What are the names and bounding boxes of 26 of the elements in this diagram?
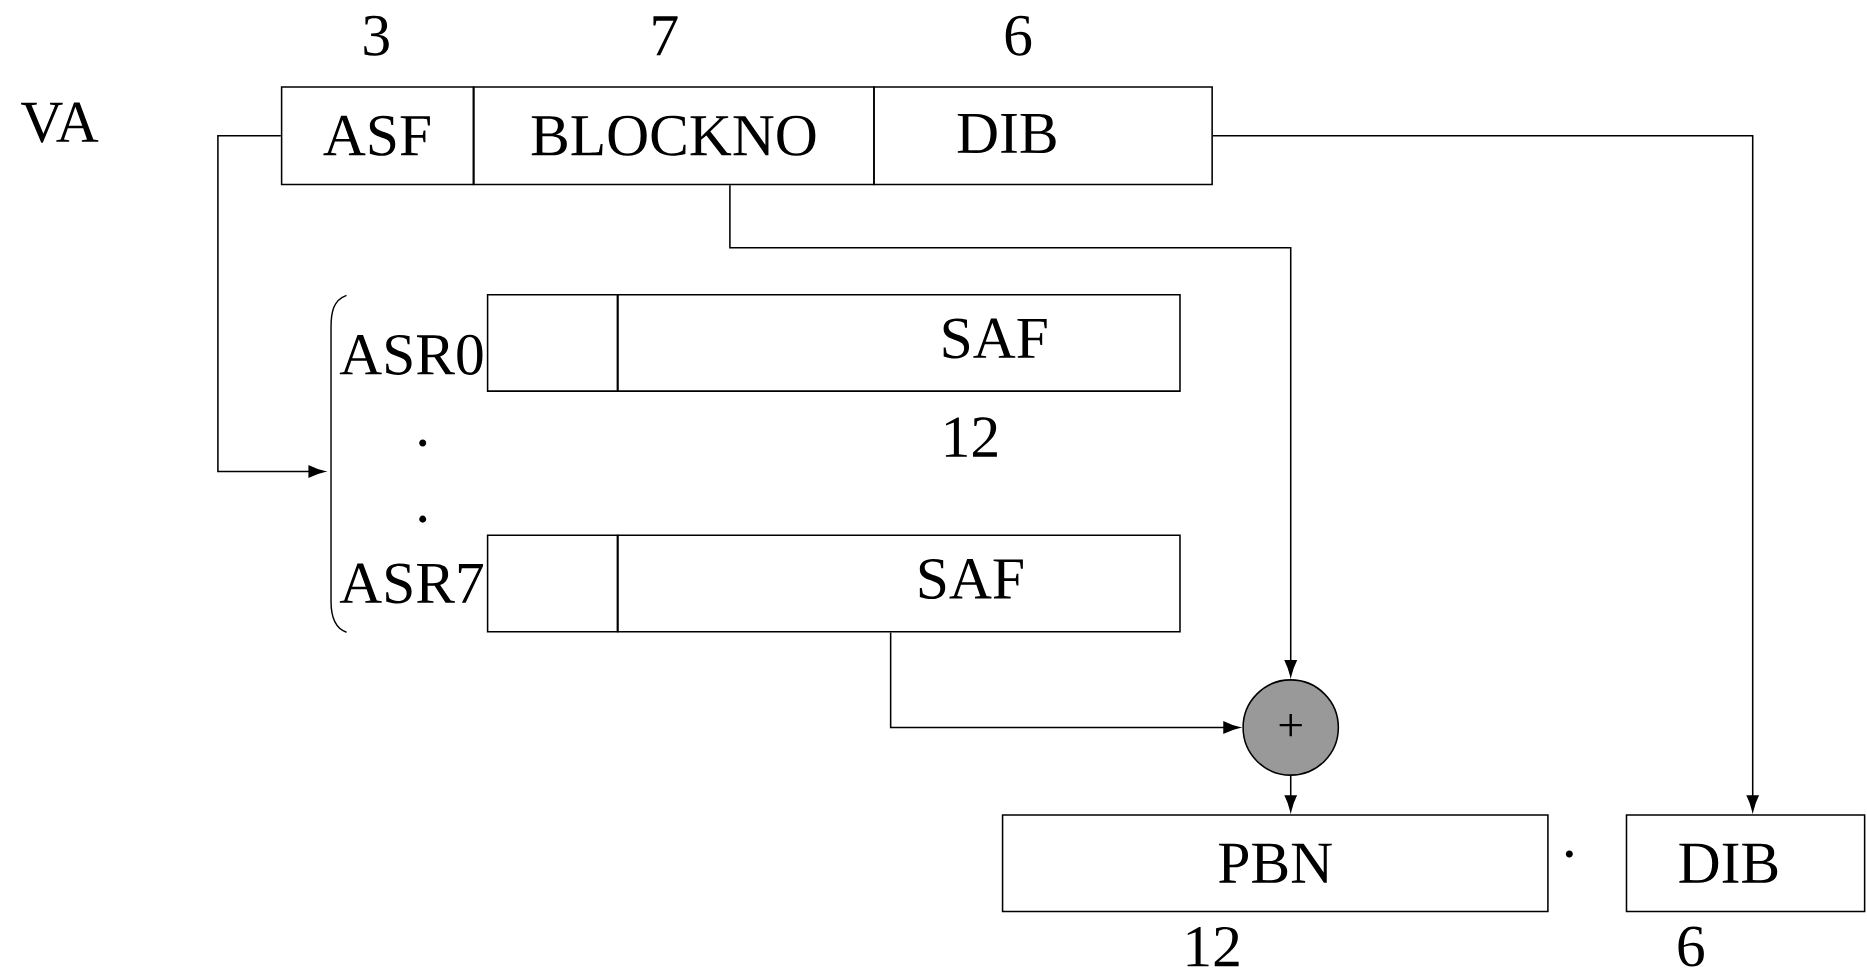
register-field — [486, 534, 619, 633]
register-label: VA — [21, 102, 99, 143]
register-label: ASR0 — [339, 334, 483, 375]
register-field: BLOCKNO — [473, 85, 875, 186]
ellipsis-dot: . — [419, 515, 427, 523]
register-field: PBN — [1001, 814, 1549, 913]
bit-width: 7 — [653, 16, 678, 55]
register-field: DIB — [1625, 814, 1866, 913]
bit-width: 6 — [1678, 926, 1704, 967]
arrow — [889, 631, 1240, 734]
bit-width: 3 — [364, 15, 389, 56]
arrow — [729, 184, 1297, 677]
register-field: SAF — [617, 293, 1181, 392]
register-field: SAF — [617, 534, 1181, 633]
arrow — [217, 134, 325, 478]
ellipsis-dot: . — [419, 439, 427, 447]
bit-width: 12 — [945, 417, 997, 457]
bit-width: 6 — [1005, 15, 1032, 56]
arrow — [1212, 134, 1759, 812]
register-field — [486, 293, 619, 392]
register-field: DIB — [873, 85, 1213, 186]
concatenation-dot: · — [1565, 850, 1573, 858]
bit-width: 12 — [1187, 926, 1239, 967]
arrow — [1284, 774, 1297, 812]
register-field: ASF — [280, 85, 475, 186]
register-label: ASR7 — [339, 563, 484, 604]
